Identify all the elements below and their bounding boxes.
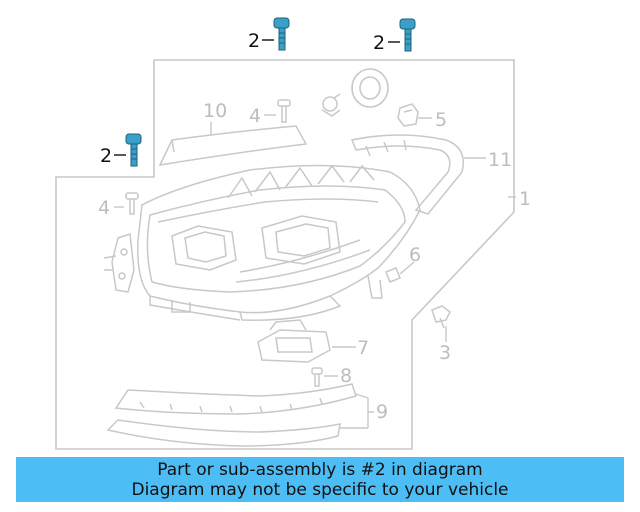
trim-strip [158,125,308,166]
bolt-icon [125,133,142,167]
callout-1: 1 [519,188,531,210]
banner-line-2: Diagram may not be specific to your vehi… [131,480,509,500]
callout-2[interactable]: 2 [373,32,385,54]
lower-trim [106,383,357,447]
assembly-boundary [55,59,515,450]
light-guide [350,134,464,215]
parts-diagram: 1 2 2 2 3 4 4 5 6 7 8 9 10 11 [55,17,531,450]
callout-4: 4 [249,105,261,127]
screw-icon [311,367,323,387]
callout-5: 5 [435,109,447,131]
control-module [257,319,331,363]
leader-lines-part-2 [114,39,400,156]
callout-10: 10 [203,100,227,122]
callout-7: 7 [357,337,369,359]
screw-icon [431,305,451,329]
banner-line-1: Part or sub-assembly is #2 in diagram [157,460,483,480]
grommet-icon [351,68,389,108]
bulb-socket-icon [321,93,341,117]
callout-3: 3 [439,342,451,364]
nut-icon [385,267,401,283]
callout-8: 8 [340,365,352,387]
clip-icon [397,103,419,127]
screw-icon [125,192,139,215]
bolt-icon [399,18,416,52]
leader-lines [114,114,516,429]
info-banner: Part or sub-assembly is #2 in diagram Di… [16,457,624,502]
callout-4: 4 [98,197,110,219]
callout-2[interactable]: 2 [248,30,260,52]
bolt-icon [273,17,290,51]
callout-9: 9 [376,401,388,423]
screw-icon [277,99,291,123]
callout-6: 6 [409,244,421,266]
callout-2[interactable]: 2 [100,145,112,167]
headlamp-housing [103,164,421,321]
callout-11: 11 [488,149,512,171]
